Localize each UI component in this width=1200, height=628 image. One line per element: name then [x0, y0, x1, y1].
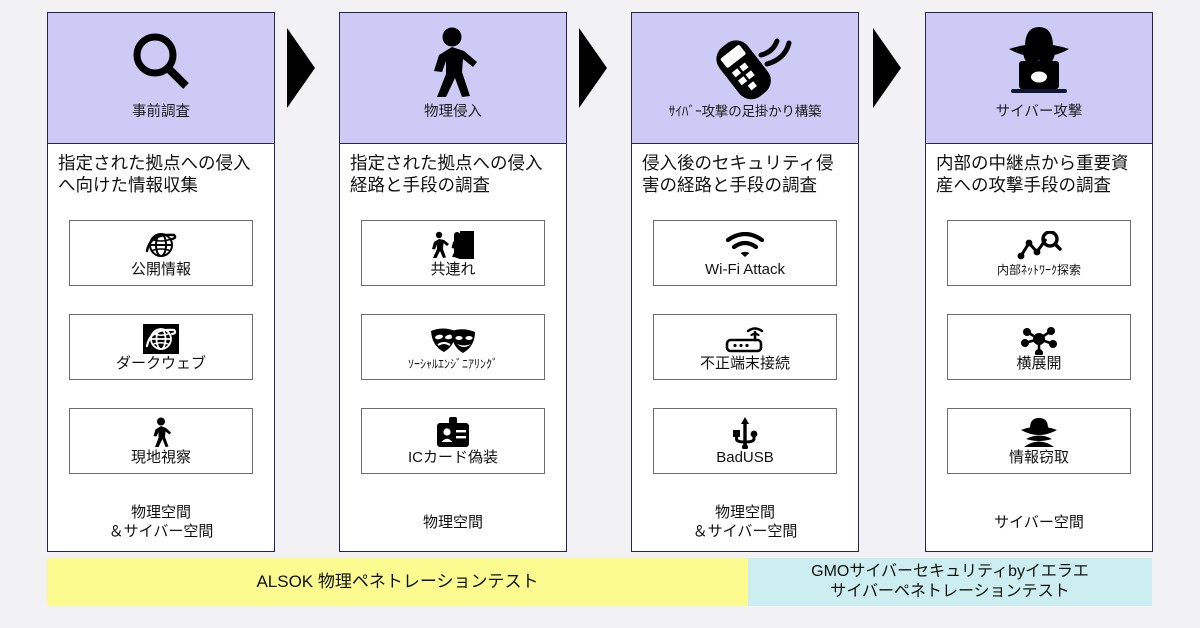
- id-card-icon: [434, 416, 472, 449]
- arrow-foothold-to-cyber: [873, 28, 905, 108]
- hacker-laptop-icon: [995, 21, 1083, 105]
- bar-gmo-cyber-pentest: GMOサイバーセキュリティbyイエラエ サイバーペネトレーションテスト: [748, 558, 1152, 606]
- stage-header-label: サイバー攻撃: [995, 104, 1083, 120]
- wifi-icon: [725, 228, 765, 261]
- item-wifi-attack[interactable]: Wi-Fi Attack: [653, 220, 837, 286]
- tailgating-door-icon: [430, 228, 476, 261]
- item-public-info[interactable]: 公開情報: [69, 220, 253, 286]
- stage-items-list: 内部ﾈｯﾄﾜｰｸ探索: [926, 216, 1152, 495]
- item-bad-usb[interactable]: BadUSB: [653, 408, 837, 474]
- footer-line-1: 物理空間: [714, 504, 775, 522]
- item-lateral-movement[interactable]: 横展開: [947, 314, 1131, 380]
- theater-masks-icon: [427, 324, 479, 357]
- item-dark-web[interactable]: ダークウェブ: [69, 314, 253, 380]
- item-internal-network-scan[interactable]: 内部ﾈｯﾄﾜｰｸ探索: [947, 220, 1131, 286]
- item-label: ダークウェブ: [115, 355, 206, 373]
- item-label: 横展開: [1016, 355, 1062, 373]
- stage-description: 指定された拠点への侵入経路と手段の調査: [350, 153, 543, 196]
- stage-footer-cyber-attack: サイバー空間: [926, 495, 1152, 551]
- item-rogue-device[interactable]: 不正端末接続: [653, 314, 837, 380]
- footer-line-1: 物理空間: [130, 504, 191, 522]
- item-social-engineering[interactable]: ｿｰｼｬﾙｴﾝｼﾞﾆｱﾘﾝｸﾞ: [361, 314, 545, 380]
- footer-line-1: 物理空間: [422, 513, 483, 531]
- lateral-movement-icon: [1020, 322, 1058, 355]
- stage-header-foothold: ｻｲﾊﾞｰ攻撃の足掛かり構築: [632, 13, 858, 144]
- item-label: 情報窃取: [1008, 449, 1069, 467]
- bar-label-line-1: GMOサイバーセキュリティbyイエラエ: [811, 563, 1089, 581]
- bar-alsok-physical-pentest: ALSOK 物理ペネトレーションテスト: [47, 558, 748, 606]
- stage-column-foothold: ｻｲﾊﾞｰ攻撃の足掛かり構築 侵入後のセキュリティ侵害の経路と手段の調査 Wi-…: [631, 12, 859, 552]
- item-label: 内部ﾈｯﾄﾜｰｸ探索: [996, 262, 1081, 277]
- item-label: 共連れ: [430, 261, 476, 279]
- arrow-physical-to-foothold: [579, 28, 611, 108]
- footer-line-2: ＆サイバー空間: [108, 523, 214, 540]
- stage-header-label: 物理侵入: [424, 104, 482, 120]
- stage-description: 内部の中継点から重要資産への攻撃手段の調査: [936, 153, 1129, 196]
- item-label: ICカード偽装: [407, 449, 498, 467]
- spy-hat-icon: [1018, 416, 1060, 449]
- stage-footer-physical-intrusion: 物理空間: [340, 495, 566, 551]
- stage-header-cyber-attack: サイバー攻撃: [926, 13, 1152, 144]
- usb-icon: [730, 416, 760, 449]
- item-label: Wi-Fi Attack: [704, 261, 785, 279]
- item-tailgating[interactable]: 共連れ: [361, 220, 545, 286]
- stage-description: 侵入後のセキュリティ侵害の経路と手段の調査: [642, 153, 834, 196]
- router-icon: [723, 322, 767, 355]
- walking-person-icon: [422, 21, 484, 105]
- walking-person-icon: [147, 416, 175, 449]
- stage-header-label: ｻｲﾊﾞｰ攻撃の足掛かり構築: [668, 104, 822, 119]
- stage-header-physical-intrusion: 物理侵入: [340, 13, 566, 144]
- item-label: BadUSB: [716, 449, 774, 467]
- bar-label-line-2: サイバーペネトレーションテスト: [830, 583, 1070, 600]
- item-label: 不正端末接続: [699, 355, 790, 373]
- item-label: 公開情報: [130, 261, 191, 279]
- stage-column-recon: 事前調査 指定された拠点への侵入へ向けた情報収集 公開情報: [47, 12, 275, 552]
- item-ic-card-spoofing[interactable]: ICカード偽装: [361, 408, 545, 474]
- globe-dark-icon: [135, 322, 187, 355]
- network-scan-icon: [1016, 230, 1062, 263]
- stage-items-list: Wi-Fi Attack 不正端末接続: [632, 216, 858, 495]
- globe-outline-icon: [144, 228, 178, 261]
- bar-label: ALSOK 物理ペネトレーションテスト: [256, 571, 539, 591]
- stage-header-label: 事前調査: [132, 104, 190, 120]
- stage-column-physical-intrusion: 物理侵入 指定された拠点への侵入経路と手段の調査 共連れ: [339, 12, 567, 552]
- stage-footer-recon: 物理空間 ＆サイバー空間: [48, 495, 274, 551]
- arrow-recon-to-physical: [287, 28, 319, 108]
- remote-control-icon: [695, 21, 795, 105]
- stage-description: 指定された拠点への侵入へ向けた情報収集: [58, 153, 251, 196]
- stage-items-list: 共連れ ｿｰｼｬﾙｴﾝｼﾞﾆｱﾘﾝｸﾞ: [340, 216, 566, 495]
- item-site-survey[interactable]: 現地視察: [69, 408, 253, 474]
- item-data-theft[interactable]: 情報窃取: [947, 408, 1131, 474]
- stage-column-cyber-attack: サイバー攻撃 内部の中継点から重要資産への攻撃手段の調査 内部ﾈｯﾄﾜｰｸ探索: [925, 12, 1153, 552]
- footer-line-2: ＆サイバー空間: [692, 523, 798, 540]
- stage-header-recon: 事前調査: [48, 13, 274, 144]
- stage-items-list: 公開情報 ダークウェブ: [48, 216, 274, 495]
- stage-footer-foothold: 物理空間 ＆サイバー空間: [632, 495, 858, 551]
- item-label: ｿｰｼｬﾙｴﾝｼﾞﾆｱﾘﾝｸﾞ: [407, 356, 498, 371]
- magnifier-icon: [124, 21, 198, 105]
- footer-line-1: サイバー空間: [994, 513, 1084, 531]
- item-label: 現地視察: [130, 449, 191, 467]
